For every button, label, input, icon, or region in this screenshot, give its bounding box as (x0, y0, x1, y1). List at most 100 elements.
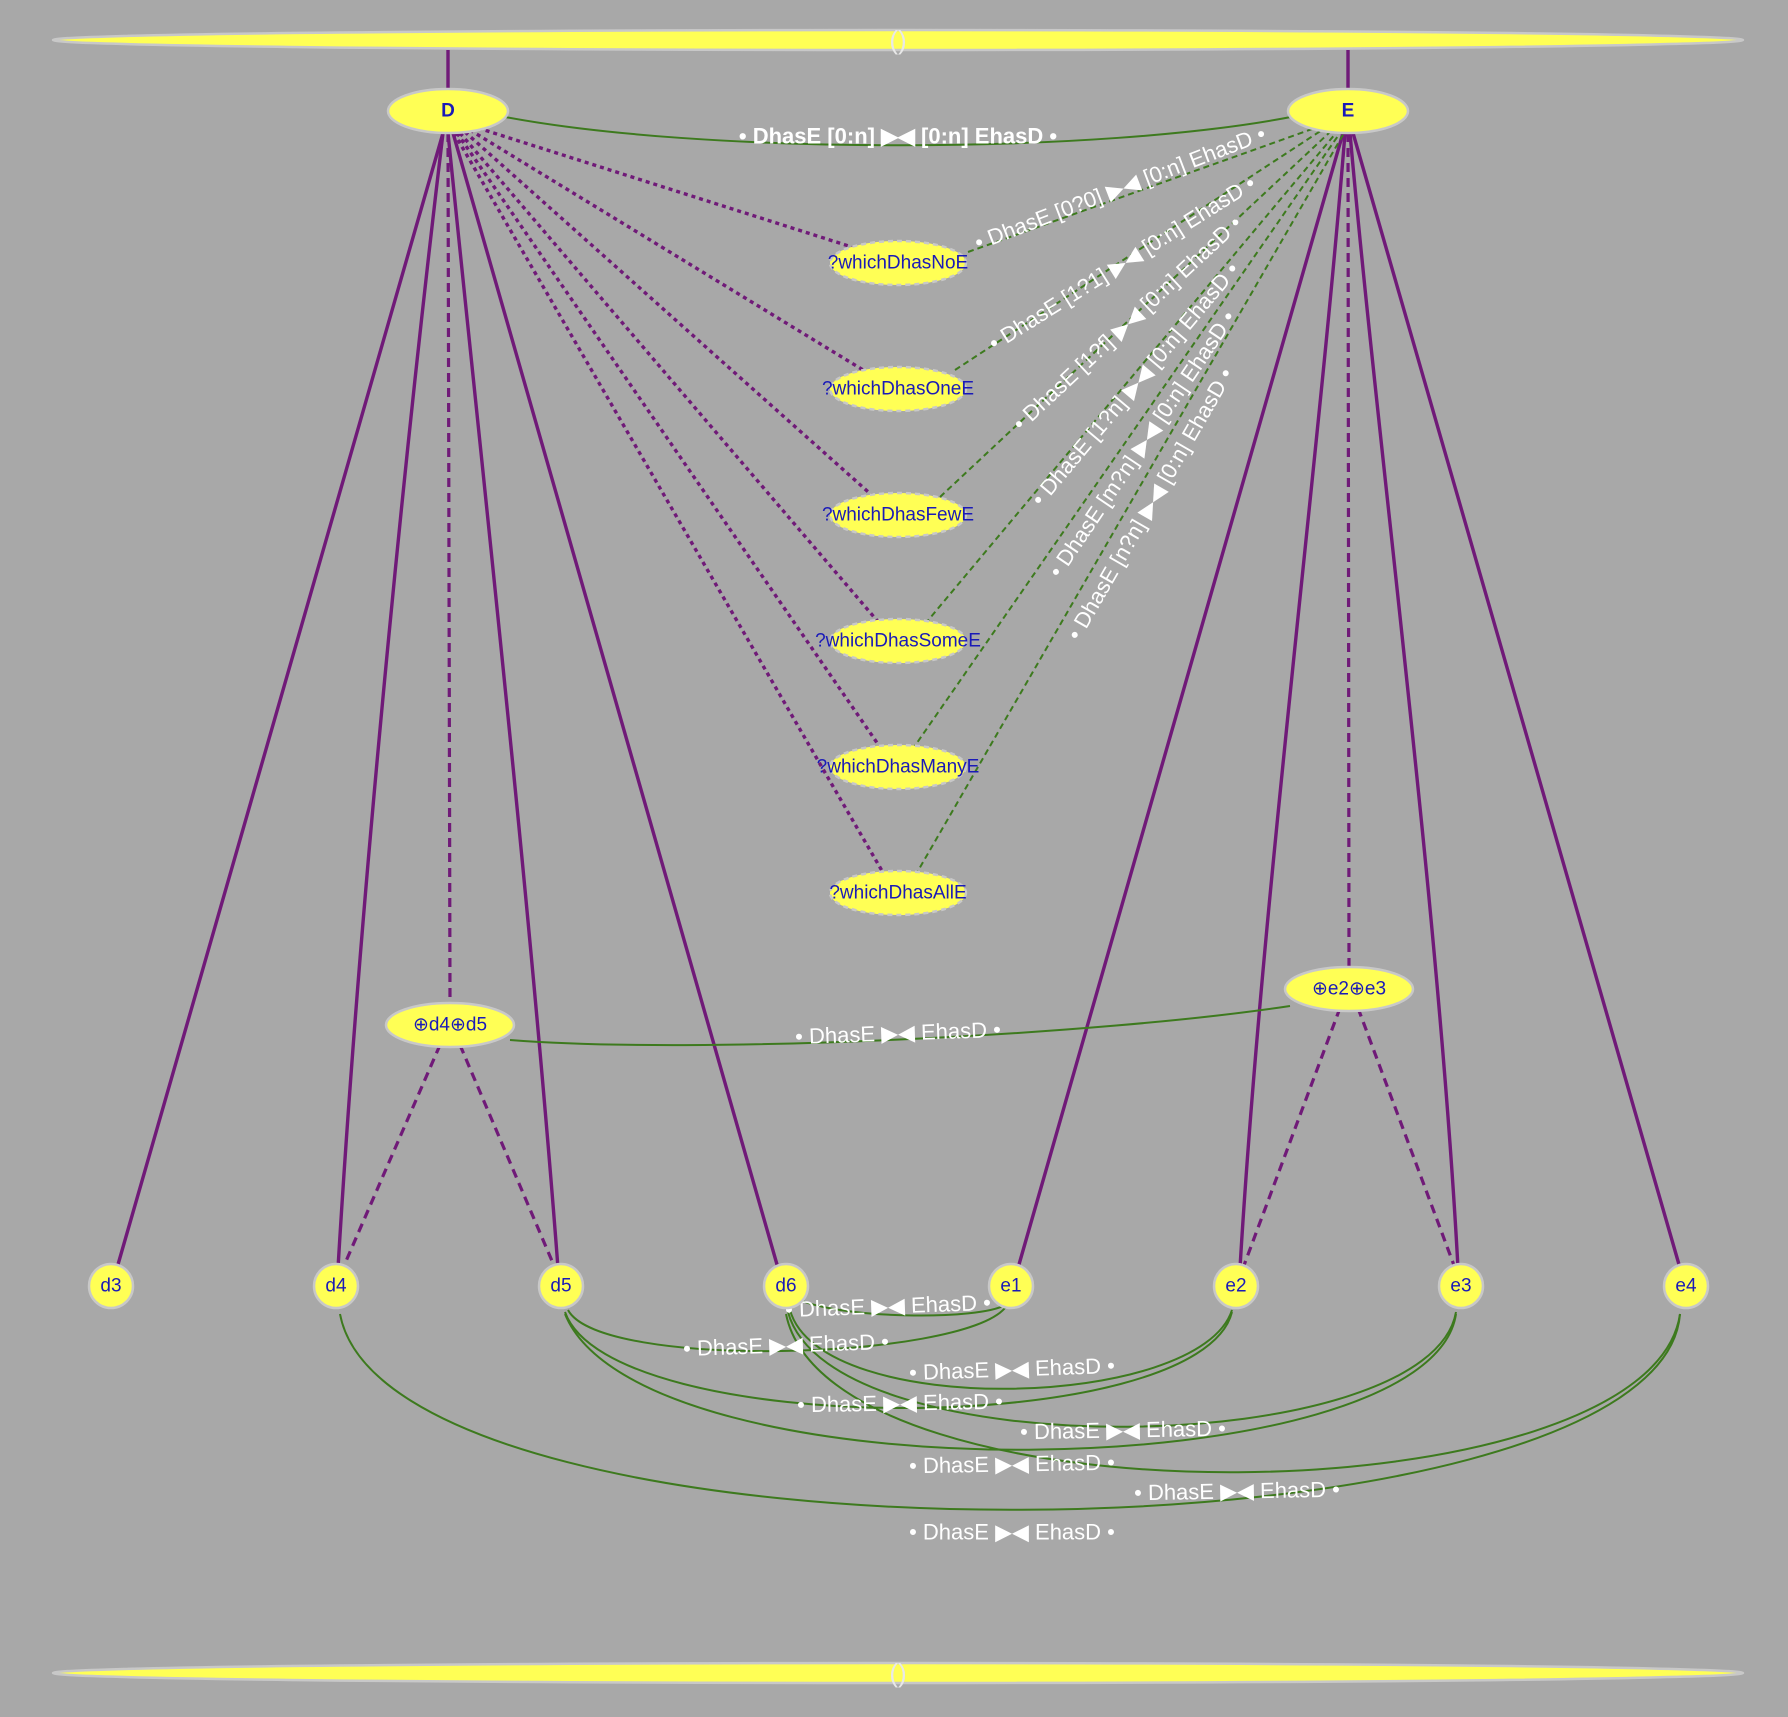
node-d6[interactable]: d6 (762, 1262, 810, 1310)
node-union-d[interactable]: ⊕d4⊕d5 (384, 1001, 516, 1049)
node-q-no-label: ?whichDhasNoE (828, 253, 968, 274)
edge-e-to-e1 (1016, 132, 1345, 1269)
node-q-few-shape (828, 491, 968, 539)
edge-d6-to-e4 (785, 1313, 1681, 1474)
node-e4-shape (1662, 1262, 1710, 1310)
edges (115, 50, 1682, 1511)
node-d[interactable]: D (386, 87, 510, 135)
edge-e-to-q-few (939, 131, 1331, 498)
edge-d-to-d6 (451, 132, 780, 1269)
node-e3[interactable]: e3 (1437, 1262, 1485, 1310)
node-q-one-shape (828, 365, 968, 413)
edge-d-to-q-all (452, 132, 887, 877)
node-q-all[interactable]: ?whichDhasAllE (828, 869, 968, 917)
node-q-some[interactable]: ?whichDhasSomeE (815, 617, 981, 665)
edge-e-to-q-some (924, 132, 1337, 625)
node-q-few[interactable]: ?whichDhasFewE (822, 491, 974, 539)
edge-d-to-d4 (336, 132, 445, 1269)
node-e1[interactable]: e1 (987, 1262, 1035, 1310)
label-d-e: • DhasE [0:n] ▶◀ [0:n] EhasD • (739, 124, 1057, 149)
node-d4[interactable]: d4 (312, 1262, 360, 1310)
node-e2-label: e2 (1225, 1276, 1246, 1297)
node-d6-label: d6 (775, 1276, 796, 1297)
bottom-band-shape (51, 1661, 1745, 1685)
node-q-one[interactable]: ?whichDhasOneE (822, 365, 974, 413)
edge-union-e-to-e2 (1241, 1007, 1342, 1269)
node-e3-shape (1437, 1262, 1485, 1310)
node-e4-label: e4 (1675, 1276, 1697, 1297)
node-d3[interactable]: d3 (87, 1262, 135, 1310)
node-d5-label: d5 (550, 1276, 571, 1297)
top-band-label: () (889, 25, 906, 55)
bottom-band: () (51, 1658, 1745, 1688)
node-e-label: E (1342, 101, 1355, 122)
node-d5[interactable]: d5 (537, 1262, 585, 1310)
label-d6-e3: • DhasE ▶◀ EhasD • (1020, 1416, 1226, 1445)
edge-e-to-e4 (1351, 132, 1682, 1269)
node-q-many-shape (828, 743, 968, 791)
node-d5-shape (537, 1262, 585, 1310)
node-union-e-label: ⊕e2⊕e3 (1312, 979, 1386, 1000)
edge-d-to-q-no (477, 126, 856, 250)
node-d4-label: d4 (325, 1276, 347, 1297)
node-q-many-label: ?whichDhasManyE (817, 757, 980, 778)
edge-d-to-d5 (446, 132, 560, 1269)
node-q-few-label: ?whichDhasFewE (822, 505, 974, 526)
node-q-no[interactable]: ?whichDhasNoE (828, 239, 968, 287)
edge-d5-to-e2 (564, 1311, 1233, 1409)
edge-union-e-to-e3 (1356, 1007, 1457, 1269)
label-d5-e1: • DhasE ▶◀ EhasD • (683, 1329, 890, 1361)
edge-d6-to-e3 (787, 1311, 1457, 1428)
node-q-one-label: ?whichDhasOneE (822, 379, 974, 400)
edge-d5-to-e1 (567, 1307, 1006, 1353)
edge-d-to-e (499, 115, 1297, 147)
node-e1-shape (987, 1262, 1035, 1310)
node-d3-shape (87, 1262, 135, 1310)
edge-d5-to-e3 (564, 1313, 1457, 1451)
bottom-band-label: () (889, 1658, 906, 1688)
label-d5-e3: • DhasE ▶◀ EhasD • (909, 1450, 1115, 1479)
node-union-d-shape (384, 1001, 516, 1049)
top-band: () (51, 25, 1745, 55)
node-d4-shape (312, 1262, 360, 1310)
node-q-all-shape (828, 869, 968, 917)
edge-e-to-q-all (914, 132, 1345, 877)
edge-e-to-q-no (967, 127, 1316, 253)
label-d5-e2: • DhasE ▶◀ EhasD • (797, 1389, 1003, 1418)
edge-e-to-e3 (1348, 132, 1460, 1269)
node-e[interactable]: E (1286, 87, 1410, 135)
edge-d6-to-e1 (794, 1297, 1006, 1317)
node-q-no-shape (828, 239, 968, 287)
edge-union-d-to-union-e (509, 1005, 1291, 1047)
node-q-some-shape (828, 617, 968, 665)
node-q-all-label: ?whichDhasAllE (829, 883, 966, 904)
edge-d-to-union-d (446, 132, 452, 1005)
node-d-label: D (441, 101, 455, 122)
node-d6-shape (762, 1262, 810, 1310)
node-union-e-shape (1283, 965, 1415, 1013)
node-e1-label: e1 (1000, 1276, 1021, 1297)
node-d3-label: d3 (100, 1276, 121, 1297)
node-q-some-label: ?whichDhasSomeE (815, 631, 981, 652)
edge-e-to-q-one (954, 129, 1323, 371)
edge-e-to-union-e (1346, 132, 1351, 969)
node-q-many[interactable]: ?whichDhasManyE (817, 743, 980, 791)
node-d-shape (386, 87, 510, 135)
node-e2-shape (1212, 1262, 1260, 1310)
node-e2[interactable]: e2 (1212, 1262, 1260, 1310)
label-d6-e2: • DhasE ▶◀ EhasD • (909, 1353, 1116, 1385)
edge-d6-to-e2 (789, 1309, 1233, 1390)
node-e4[interactable]: e4 (1662, 1262, 1710, 1310)
label-d4-e4: • DhasE ▶◀ EhasD • (909, 1520, 1115, 1545)
edge-labels: • DhasE [0:n] ▶◀ [0:n] EhasD • • DhasE [… (683, 121, 1340, 1545)
edge-e-to-e2 (1238, 132, 1347, 1269)
edge-d-to-d3 (115, 132, 445, 1269)
node-e-shape (1286, 87, 1410, 135)
edge-union-d-to-d5 (458, 1044, 557, 1269)
node-union-e[interactable]: ⊕e2⊕e3 (1283, 965, 1415, 1013)
edge-e-to-q-many (911, 132, 1341, 751)
label-d6-e4: • DhasE ▶◀ EhasD • (1134, 1477, 1340, 1506)
node-e3-label: e3 (1450, 1276, 1471, 1297)
